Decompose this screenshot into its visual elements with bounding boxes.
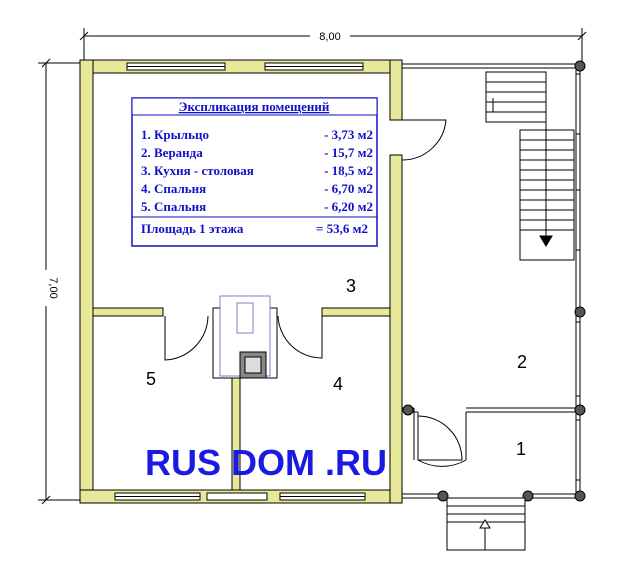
legend-row-area: - 15,7 м2 [324,145,373,160]
porch-steps [446,497,526,551]
veranda-walls [402,63,581,499]
legend-row-area: - 6,20 м2 [324,199,373,214]
legend-row-area: - 6,70 м2 [324,181,373,196]
legend-row-name: 5. Спальня [141,199,206,214]
legend-total-area: = 53,6 м2 [316,221,368,236]
room-number-5: 5 [146,369,156,389]
room-number-2: 2 [517,352,527,372]
legend-row-area: - 3,73 м2 [324,127,373,142]
room-number-1: 1 [516,439,526,459]
legend-row-name: 1. Крыльцо [141,127,209,142]
height-label: 7,00 [47,277,59,298]
doors [164,119,467,467]
veranda-windows [575,73,581,481]
width-label: 8,00 [319,31,340,43]
width-dimension: 8,00 [79,28,587,62]
stairs [485,71,575,261]
room-number-3: 3 [346,276,356,296]
legend-row-area: - 18,5 м2 [324,163,373,178]
room-number-4: 4 [333,374,343,394]
legend-total-name: Площадь 1 этажа [141,221,244,236]
stove [212,295,278,379]
legend-table: Экспликация помещений 1. Крыльцо - 3,73 … [131,97,378,247]
legend-row-name: 2. Веранда [141,145,203,160]
legend-title: Экспликация помещений [179,99,330,114]
windows-bottom [114,492,366,501]
windows-top [126,62,364,71]
legend-row-name: 3. Кухня - столовая [141,163,254,178]
legend-row-name: 4. Спальня [141,181,206,196]
height-dimension: 7,00 [38,58,80,505]
watermark-logo: RUS DOM .RU [145,442,387,483]
columns [402,60,586,502]
